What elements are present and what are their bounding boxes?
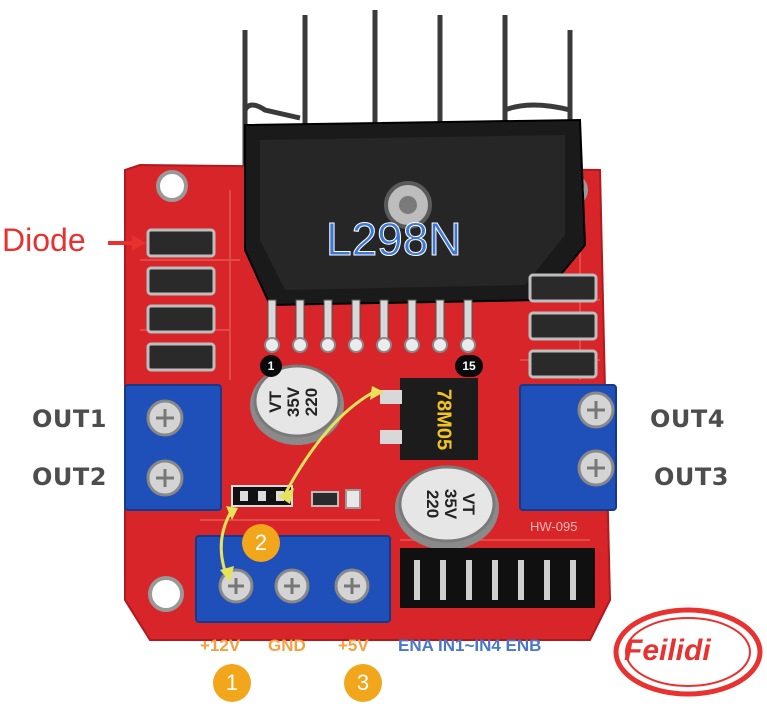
voltage-regulator xyxy=(380,378,478,460)
logo-text: Feilidi xyxy=(624,634,711,667)
terminal-out12 xyxy=(124,384,222,511)
capacitor-top xyxy=(250,364,344,445)
out4-label: OUT4 xyxy=(650,405,725,433)
heatsink xyxy=(242,10,573,175)
out2-label: OUT2 xyxy=(32,463,107,491)
smd-resistor xyxy=(311,491,339,507)
brand-logo xyxy=(613,607,763,697)
power-led xyxy=(345,489,361,509)
wiring-arrowheads xyxy=(220,386,384,582)
diodes-right xyxy=(528,273,598,379)
terminal-out34 xyxy=(519,384,617,511)
chip-name-label: L298N xyxy=(326,213,463,266)
capacitor-bottom xyxy=(395,465,499,550)
cap-top-line3: 220 xyxy=(302,387,321,417)
out1-label: OUT1 xyxy=(32,405,107,433)
gnd-label: GND xyxy=(268,636,306,655)
marker-1: 1 xyxy=(213,664,251,702)
regulator-label: 78M05 xyxy=(432,388,455,451)
l298n-chip xyxy=(244,118,587,307)
capacitor-top-text: VT 35V 220 xyxy=(266,367,327,437)
cap-top-line1: VT xyxy=(266,391,285,413)
control-header xyxy=(400,548,595,608)
marker-3: 3 xyxy=(344,664,382,702)
diode-arrow xyxy=(108,235,146,251)
chip-pin-pads xyxy=(264,337,476,353)
cap-bottom-line2: 35V xyxy=(441,488,460,520)
diodes-left xyxy=(146,228,216,372)
jumper-wiring xyxy=(219,391,373,575)
terminal-power xyxy=(195,535,391,623)
pin-1-marker: 1 xyxy=(260,355,282,377)
marker-2: 2 xyxy=(242,524,280,562)
cap-top-line2: 35V xyxy=(284,386,303,418)
v5-label: +5V xyxy=(338,636,369,655)
cap-bottom-line3: 220 xyxy=(423,489,442,519)
chip-pins xyxy=(267,299,473,341)
cap-bottom-line1: VT xyxy=(459,493,478,515)
board-model-label: HW-095 xyxy=(530,519,578,534)
v12-label: +12V xyxy=(200,636,241,655)
capacitor-bottom-text: VT 35V 220 xyxy=(417,469,478,539)
diode-label: Diode xyxy=(2,222,86,258)
out3-label: OUT3 xyxy=(654,463,729,491)
pin-15-marker: 15 xyxy=(455,355,483,377)
control-pins-label: ENA IN1~IN4 ENB xyxy=(398,636,542,655)
